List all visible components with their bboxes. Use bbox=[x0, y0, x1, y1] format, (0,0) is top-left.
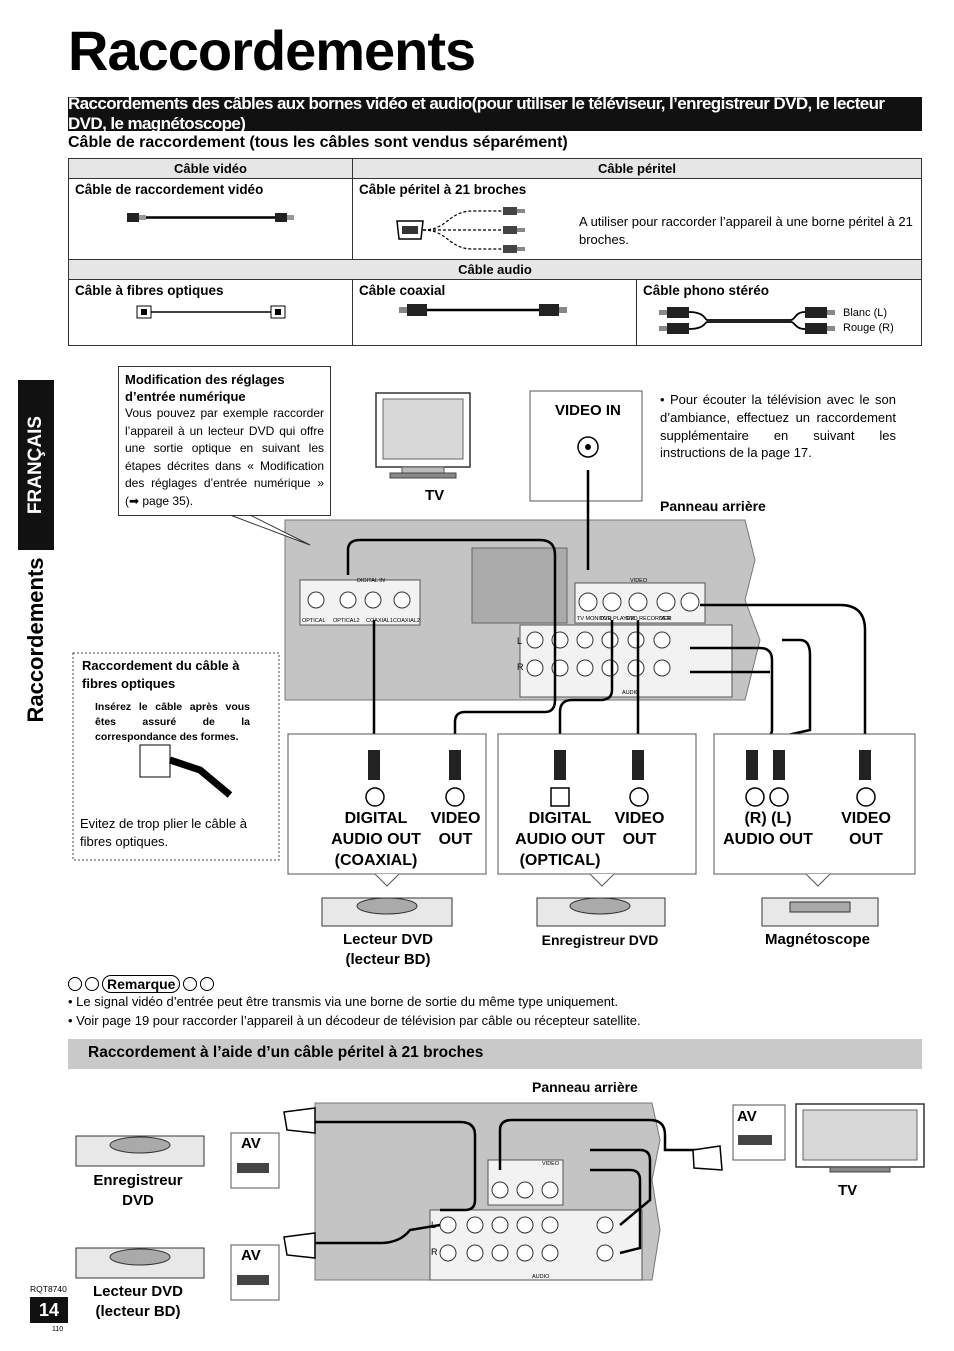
panel-label: TV MONITOR bbox=[577, 616, 611, 622]
optical-cable-cell: Câble à fibres optiques bbox=[68, 279, 353, 346]
panel-label: VCR bbox=[660, 616, 672, 622]
remark-item: • Voir page 19 pour raccorder l’appareil… bbox=[68, 1013, 641, 1028]
section2-dvd-recorder: Enregistreur DVD bbox=[93, 1172, 183, 1209]
digital-input-note: Modification des réglages d’entrée numér… bbox=[118, 366, 331, 516]
peritel-note: A utiliser pour raccorder l’appareil à u… bbox=[579, 214, 913, 247]
optical-cable-label: Câble à fibres optiques bbox=[75, 283, 224, 298]
device-dvd-recorder: Enregistreur DVD bbox=[541, 932, 659, 948]
red-label: Rouge (R) bbox=[843, 322, 894, 334]
panel-label: DVD PLAYER bbox=[600, 616, 634, 622]
device-vcr: Magnétoscope bbox=[764, 931, 870, 948]
section2-tv-label: TV bbox=[838, 1182, 858, 1199]
panel-label: VIDEO bbox=[542, 1161, 560, 1167]
coaxial-cable-cell: Câble coaxial bbox=[352, 279, 637, 346]
panel-label: AUDIO bbox=[532, 1274, 550, 1280]
phono-cable-icon bbox=[659, 307, 835, 334]
coaxial-cable-label: Câble coaxial bbox=[359, 283, 446, 298]
panel-label: VIDEO bbox=[630, 578, 648, 584]
panel-label: OPTICAL bbox=[302, 618, 326, 624]
remark-heading: Remarque bbox=[68, 975, 215, 993]
box2-digital-optical-label: DIGITAL AUDIO OUT (OPTICAL) bbox=[515, 810, 605, 869]
peritel-cable-cell: Câble péritel à 21 broches A utiliser po… bbox=[352, 178, 922, 260]
av-label-recorder: AV bbox=[241, 1135, 261, 1152]
page-number: 14 bbox=[30, 1297, 68, 1323]
box1-video-out: VIDEO OUT bbox=[430, 810, 481, 848]
panel-label: COAXIAL2 bbox=[393, 618, 420, 624]
box1-digital-coaxial: DIGITAL AUDIO OUT (COAXIAL) bbox=[331, 810, 421, 869]
panel-label: DVD RECORDER bbox=[626, 616, 671, 622]
panel-label: COAXIAL1 bbox=[366, 618, 393, 624]
peritel-section-bar: Raccordement à l’aide d’un câble péritel… bbox=[68, 1039, 922, 1069]
panel-label: L bbox=[431, 1220, 436, 1230]
phono-cable-cell: Câble phono stéréo Blanc (L) Rouge (R) bbox=[636, 279, 922, 346]
optical-bend-warning: Evitez de trop plier le câble à fibres o… bbox=[80, 816, 247, 849]
cable-table: Câble vidéo Câble péritel Câble de racco… bbox=[68, 158, 922, 346]
remark-label: Remarque bbox=[102, 975, 181, 993]
optical-cable-icon bbox=[136, 305, 286, 319]
page-title: Raccordements bbox=[68, 19, 476, 82]
remark-item: • Le signal vidéo d’entrée peut être tra… bbox=[68, 994, 619, 1009]
audio-cable-header: Câble audio bbox=[68, 259, 922, 280]
digital-input-note-body: Vous pouvez par exemple raccorder l’appa… bbox=[125, 406, 324, 508]
panel-label: OPTICAL2 bbox=[333, 618, 360, 624]
language-tab: FRANÇAIS bbox=[18, 380, 54, 550]
doc-code: RQT8740 bbox=[30, 1284, 67, 1294]
footer-code: 110 bbox=[52, 1326, 64, 1333]
video-cable-label: Câble de raccordement vidéo bbox=[75, 182, 264, 197]
optical-insert-note: Insérez le câble après vous êtes assuré … bbox=[95, 701, 250, 743]
panel-label: L bbox=[517, 636, 522, 646]
peritel-cable-icon bbox=[396, 207, 525, 253]
section-bar: Raccordements des câbles aux bornes vidé… bbox=[68, 94, 922, 133]
tv-surround-note: • Pour écouter la télévision avec le son… bbox=[660, 392, 896, 461]
rear-panel-label-2: Panneau arrière bbox=[532, 1079, 638, 1095]
panel-label: DIGITAL IN bbox=[357, 578, 385, 584]
digital-input-note-title: Modification des réglages d’entrée numér… bbox=[125, 372, 285, 404]
peritel-cable-label: Câble péritel à 21 broches bbox=[359, 182, 527, 197]
panel-label: AUDIO bbox=[622, 690, 640, 696]
video-in-label: VIDEO IN bbox=[555, 402, 621, 419]
panel-label: R bbox=[517, 662, 524, 672]
box3-video-out: VIDEO OUT bbox=[841, 810, 891, 848]
tv-label: TV bbox=[425, 487, 445, 504]
device-dvd-player: Lecteur DVD (lecteur BD) bbox=[342, 931, 434, 968]
phono-colors: Blanc (L) Rouge (R) bbox=[843, 306, 894, 336]
optical-connection-title: Raccordement du câble à fibres optiques bbox=[82, 658, 240, 691]
panel-label: R bbox=[431, 1247, 438, 1257]
section2-dvd-player: Lecteur DVD (lecteur BD) bbox=[92, 1283, 184, 1320]
box2-video-out: VIDEO OUT bbox=[614, 810, 665, 848]
av-label-tv: AV bbox=[737, 1108, 757, 1125]
peritel-cable-header: Câble péritel bbox=[352, 158, 922, 179]
av-label-player: AV bbox=[241, 1247, 261, 1264]
coaxial-cable-icon bbox=[399, 304, 567, 316]
cable-subheading: Câble de raccordement (tous les câbles s… bbox=[68, 134, 568, 151]
white-label: Blanc (L) bbox=[843, 307, 888, 319]
phono-cable-label: Câble phono stéréo bbox=[643, 283, 770, 298]
box3-audio-out: (R) (L) AUDIO OUT bbox=[723, 810, 813, 848]
rear-panel-label: Panneau arrière bbox=[660, 498, 766, 514]
video-cable-icon bbox=[127, 213, 294, 222]
